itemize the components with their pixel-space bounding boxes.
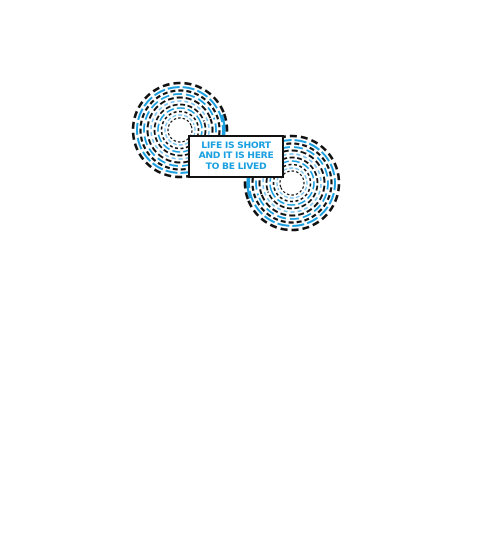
right-spiral-icon [243,134,341,232]
spiral-ring [136,86,224,174]
spiral-ring [139,89,221,171]
spiral-ring [150,100,210,160]
spiral-ring [157,107,203,153]
spiral-ring [251,142,333,224]
spiral-ring [131,81,229,179]
spiral-ring [272,163,312,203]
spiral-ring [262,153,322,213]
quote-box: LIFE IS SHORT AND IT IS HERE TO BE LIVED [188,135,284,178]
spiral-ring [258,149,326,217]
spiral-ring [243,134,341,232]
spiral-ring [167,117,193,143]
spiral-ring [164,114,196,146]
spiral-ring [269,160,315,206]
spiral-ring [146,96,214,164]
spiral-ring [247,139,336,227]
quote-line-3: TO BE LIVED [205,160,267,172]
quote-line-1: LIFE IS SHORT [201,139,271,151]
quote-line-2: AND IT IS HERE [198,150,274,162]
spiral-ring [160,110,200,150]
spiral-ring [255,146,329,220]
spiral-ring [143,93,217,167]
